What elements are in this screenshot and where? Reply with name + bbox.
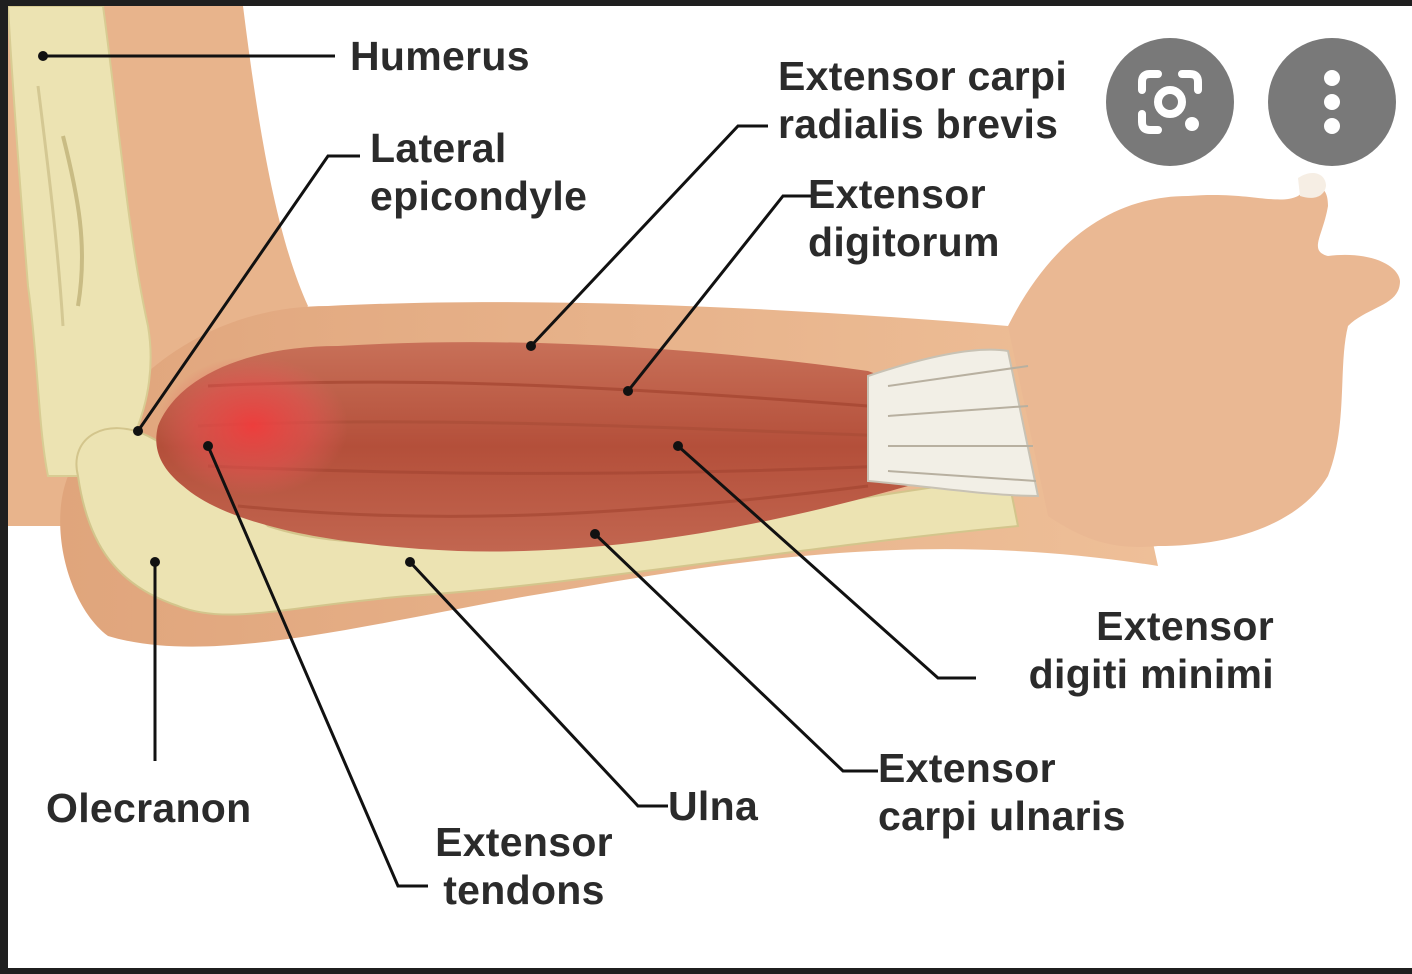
lens-search-button[interactable] bbox=[1106, 38, 1234, 166]
anatomy-image: Humerus Lateral epicondyle Extensor carp… bbox=[8, 6, 1412, 968]
label-extensor-digiti-minimi: Extensor digiti minimi bbox=[1028, 603, 1274, 697]
inflamed-area bbox=[158, 356, 348, 496]
label-humerus: Humerus bbox=[350, 33, 530, 79]
label-lateral-epicondyle: Lateral epicondyle bbox=[370, 125, 588, 219]
leader-dots bbox=[38, 51, 683, 567]
label-ulna: Ulna bbox=[668, 783, 759, 829]
label-extensor-carpi-ulnaris: Extensor carpi ulnaris bbox=[878, 745, 1126, 839]
lens-icon bbox=[1138, 70, 1202, 134]
more-options-button[interactable] bbox=[1268, 38, 1396, 166]
forearm-illustration bbox=[8, 6, 1400, 888]
leader-lines bbox=[43, 54, 976, 888]
tendons bbox=[867, 348, 1040, 498]
more-vert-icon bbox=[1324, 70, 1340, 134]
label-olecranon: Olecranon bbox=[46, 785, 252, 831]
label-extensor-carpi-radialis-brevis: Extensor carpi radialis brevis bbox=[778, 53, 1068, 147]
thumbnail bbox=[1298, 172, 1326, 198]
label-extensor-tendons: Extensor tendons bbox=[435, 819, 613, 913]
label-extensor-digitorum: Extensor digitorum bbox=[808, 171, 1000, 265]
hand bbox=[1008, 187, 1400, 547]
